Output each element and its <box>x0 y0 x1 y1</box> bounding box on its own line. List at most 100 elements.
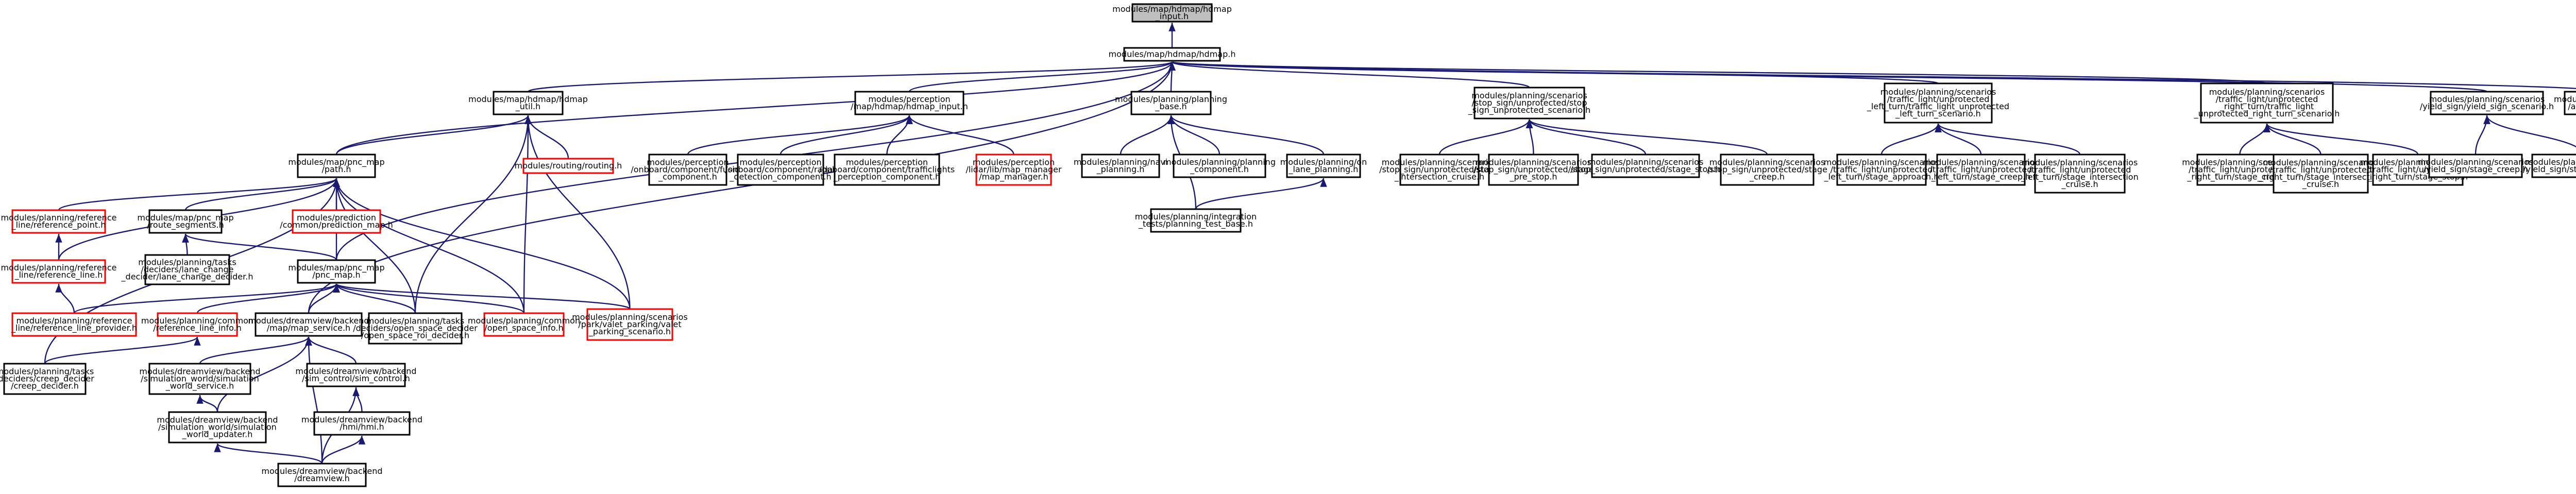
file-node[interactable]: modules/planning/tasks/deciders/creep_de… <box>0 363 94 395</box>
node-box <box>144 254 230 285</box>
file-node[interactable]: modules/planning/scenarios/yield_sign/st… <box>2418 154 2534 178</box>
node-box <box>255 312 363 337</box>
file-node[interactable]: modules/planning/scenarios/traffic_light… <box>2259 154 2382 194</box>
file-node[interactable]: modules/planning/reference_line/referenc… <box>11 312 137 337</box>
file-node[interactable]: modules/planning/planning_base.h <box>1115 91 1227 115</box>
node-label-line: _unprotected_right_turn_scenario.h <box>2194 109 2340 119</box>
node-label-line: modules/planning/reference <box>16 316 132 326</box>
dependency-edge <box>524 115 631 310</box>
dependency-edge <box>196 283 340 314</box>
file-node[interactable]: modules/planning/scenarios/traffic_light… <box>2182 154 2298 186</box>
file-node[interactable]: modules/planning/common/reference_line_i… <box>141 312 253 337</box>
file-node[interactable]: modules/perception/onboard/component/tra… <box>819 154 955 186</box>
file-node[interactable]: modules/perception/onboard/component/rad… <box>725 154 836 186</box>
node-label-line: modules/planning/scenarios <box>2418 157 2534 167</box>
node-box <box>277 463 367 487</box>
node-label-line: _creep.h <box>1749 172 1785 182</box>
file-node[interactable]: modules/map/hdmap/hdmap.h <box>1109 47 1236 62</box>
dependency-edge <box>333 178 631 310</box>
file-node[interactable]: modules/dreamview/backend/simulation_wor… <box>139 363 261 395</box>
node-label-line: /traffic_light/unprotected <box>1930 165 2032 175</box>
file-node[interactable]: modules/planning/reference_line/referenc… <box>1 259 117 284</box>
node-label-line: modules/planning/planning <box>1163 157 1276 167</box>
node-label-line: _planning.h <box>1096 164 1145 175</box>
node-label-line: /simulation_world/simulation <box>141 374 259 384</box>
file-node[interactable]: modules/dreamview/backend/sim_control/si… <box>295 363 417 387</box>
node-label-line: modules/dreamview/backend <box>248 316 369 326</box>
node-label-line: _cruise.h <box>2302 179 2339 190</box>
node-label-line: modules/map/hdmap/hdmap.h <box>1109 49 1236 59</box>
node-label-line: modules/dreamview/backend <box>301 415 422 424</box>
file-node[interactable]: modules/perception/lidar/lib/map_manager… <box>965 154 1062 186</box>
file-node[interactable]: modules/map/pnc_map/path.h <box>288 154 385 178</box>
node-label-line: /map/map_service.h <box>267 323 350 333</box>
file-node[interactable]: modules/planning/on_lane_planning.h <box>1280 154 1367 178</box>
dependency-edge <box>73 283 340 314</box>
file-node[interactable]: modules/perception/onboard/component/fus… <box>631 154 745 186</box>
file-node[interactable]: modules/prediction/common/prediction_map… <box>280 209 393 234</box>
node-label-line: /dreamview.h <box>294 473 350 483</box>
node-box <box>368 312 463 345</box>
file-node[interactable]: modules/planning/planning_component.h <box>1163 154 1276 178</box>
file-node[interactable]: modules/routing/routing.h <box>515 158 622 174</box>
file-node[interactable]: modules/planning/scenarios/stop_sign/unp… <box>1468 87 1590 120</box>
file-node[interactable]: modules/planning/scenarios/stop_sign/unp… <box>1379 154 1500 186</box>
node-box <box>2196 154 2283 186</box>
node-label-line: modules/planning/scenarios <box>1824 158 1940 167</box>
file-node[interactable]: modules/planning/scenarios/stop_sign/unp… <box>1707 154 1827 186</box>
file-node[interactable]: modules/planning/scenarios/park/valet_pa… <box>572 308 688 341</box>
node-box <box>11 312 137 337</box>
file-node[interactable]: modules/planning/tasks/deciders/lane_cha… <box>121 254 253 285</box>
file-node[interactable]: modules/planning/reference_line/referenc… <box>1 209 117 234</box>
file-node[interactable]: modules/dreamview/backend/hmi/hmi.h <box>301 411 422 436</box>
file-node[interactable]: modules/planning/scenarios/yield_sign/yi… <box>2420 91 2554 115</box>
file-node[interactable]: modules/dreamview/backend/map/map_servic… <box>248 312 369 337</box>
file-node[interactable]: modules/planning/scenarios/stop_sign/unp… <box>1570 154 1721 178</box>
file-node[interactable]: modules/planning/tasks/deciders/open_spa… <box>353 312 478 345</box>
file-node[interactable]: modules/planning/scenarios/stop_sign/unp… <box>1473 154 1594 186</box>
node-box <box>2564 91 2576 115</box>
dependency-edge <box>182 233 337 261</box>
dependency-edge <box>199 336 312 364</box>
node-label-line: modules/planning/integration <box>1135 212 1257 222</box>
node-box <box>648 154 727 186</box>
node-label-line: /route_segments.h <box>147 220 224 230</box>
node-box <box>1591 154 1700 178</box>
file-node[interactable]: modules/planning/scenarios/yield_sign/st… <box>2523 154 2576 178</box>
file-node[interactable]: modules/dreamview/backend/dreamview.h <box>261 463 383 487</box>
node-label-line: /lidar/lib/map_manager <box>965 165 1062 175</box>
node-label-line: _left_turn/traffic_light_unprotected <box>1867 101 2009 112</box>
file-node[interactable]: modules/map/hdmap/hdmap_input.h <box>1112 3 1232 23</box>
dependency-edge <box>1880 123 1942 155</box>
file-node[interactable]: modules/planning/scenarios/traffic_light… <box>1923 154 2039 186</box>
dependency-edge <box>333 178 525 314</box>
node-label-line: modules/planning/scenarios <box>1471 91 1587 100</box>
dependency-edge <box>1170 61 2576 90</box>
node-label-line: _line/reference_point.h <box>11 220 106 230</box>
file-node[interactable]: modules/map/hdmap/hdmap_util.h <box>468 91 588 115</box>
file-node[interactable]: modules/planning/navi_planning.h <box>1074 154 1167 178</box>
node-label-line: _detection_component.h <box>729 172 831 182</box>
node-box <box>168 411 267 444</box>
file-node[interactable]: modules/planning/scenarios/traffic_light… <box>2194 82 2340 124</box>
file-node[interactable]: modules/map/pnc_map/route_segments.h <box>137 209 234 234</box>
file-node[interactable]: modules/planning/scenarios/traffic_light… <box>1824 154 1940 186</box>
node-box <box>2200 82 2334 124</box>
file-node[interactable]: modules/planning/scenarios/traffic_light… <box>1867 82 2009 124</box>
node-box <box>2428 154 2523 178</box>
dependency-edge <box>1170 61 2268 84</box>
file-node[interactable]: modules/v2x/v2x_proxy/app/v2x_proxy.h <box>2554 91 2576 115</box>
file-node[interactable]: modules/planning/integration_tests/plann… <box>1135 208 1257 233</box>
dependency-edge <box>182 233 189 255</box>
file-node[interactable]: modules/planning/scenarios/traffic_light… <box>2021 154 2139 194</box>
file-node[interactable]: modules/dreamview/backend/simulation_wor… <box>157 411 278 444</box>
file-node[interactable]: modules/perception/map/hdmap/hdmap_input… <box>851 91 968 115</box>
file-node[interactable]: modules/planning/common/open_space_info.… <box>468 312 580 337</box>
dependency-edge <box>523 115 532 314</box>
node-box <box>1936 154 2026 186</box>
file-node[interactable]: modules/map/pnc_map/pnc_map.h <box>288 259 385 284</box>
node-label-line: _intersection_cruise.h <box>1394 172 1484 182</box>
node-label-line: /park/valet_parking/valet <box>578 319 681 330</box>
node-box <box>2531 154 2576 178</box>
node-label-line: modules/map/hdmap/hdmap <box>468 94 588 104</box>
